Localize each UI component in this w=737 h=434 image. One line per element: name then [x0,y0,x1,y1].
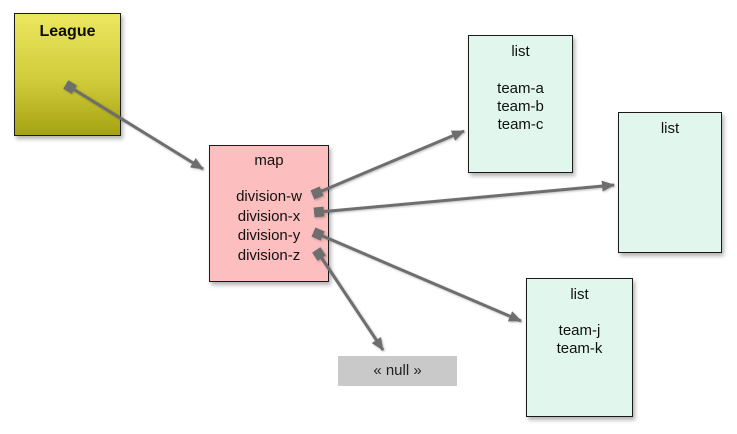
node-map: map division-w division-x division-y div… [209,145,329,282]
arrow-division-y-to-list-jk [311,227,522,323]
list-entry-team-k: team-k [556,340,603,357]
node-map-entries: division-w division-x division-y divisio… [210,187,328,265]
node-list-jk: list team-j team-k [526,278,633,417]
node-null-label: « null » [373,362,422,379]
list-entry-team-a: team-a [497,80,544,97]
map-entry-division-y: division-y [237,227,301,244]
map-entry-division-w: division-w [236,188,302,205]
list-entry-team-c: team-c [497,116,544,133]
node-list-empty: list [618,112,722,253]
node-league: League [14,13,121,136]
map-entry-division-z: division-z [237,246,301,264]
list-entry-team-j: team-j [558,322,601,339]
map-entry-division-x: division-x [237,207,301,225]
node-list-abc: list team-a team-b team-c [468,35,573,173]
arrow-division-w-to-list-abc [310,129,465,200]
node-list-empty-title: list [660,120,680,137]
list-entry-team-b: team-b [497,98,544,115]
node-list-abc-title: list [511,43,530,60]
node-list-jk-entries: team-j team-k [527,322,632,358]
node-list-abc-entries: team-a team-b team-c [469,80,572,134]
node-league-title: League [39,23,96,40]
node-null: « null » [338,356,457,386]
node-map-title: map [254,152,284,169]
arrow-division-x-to-list-empty [313,180,615,218]
node-list-jk-title: list [570,286,589,303]
